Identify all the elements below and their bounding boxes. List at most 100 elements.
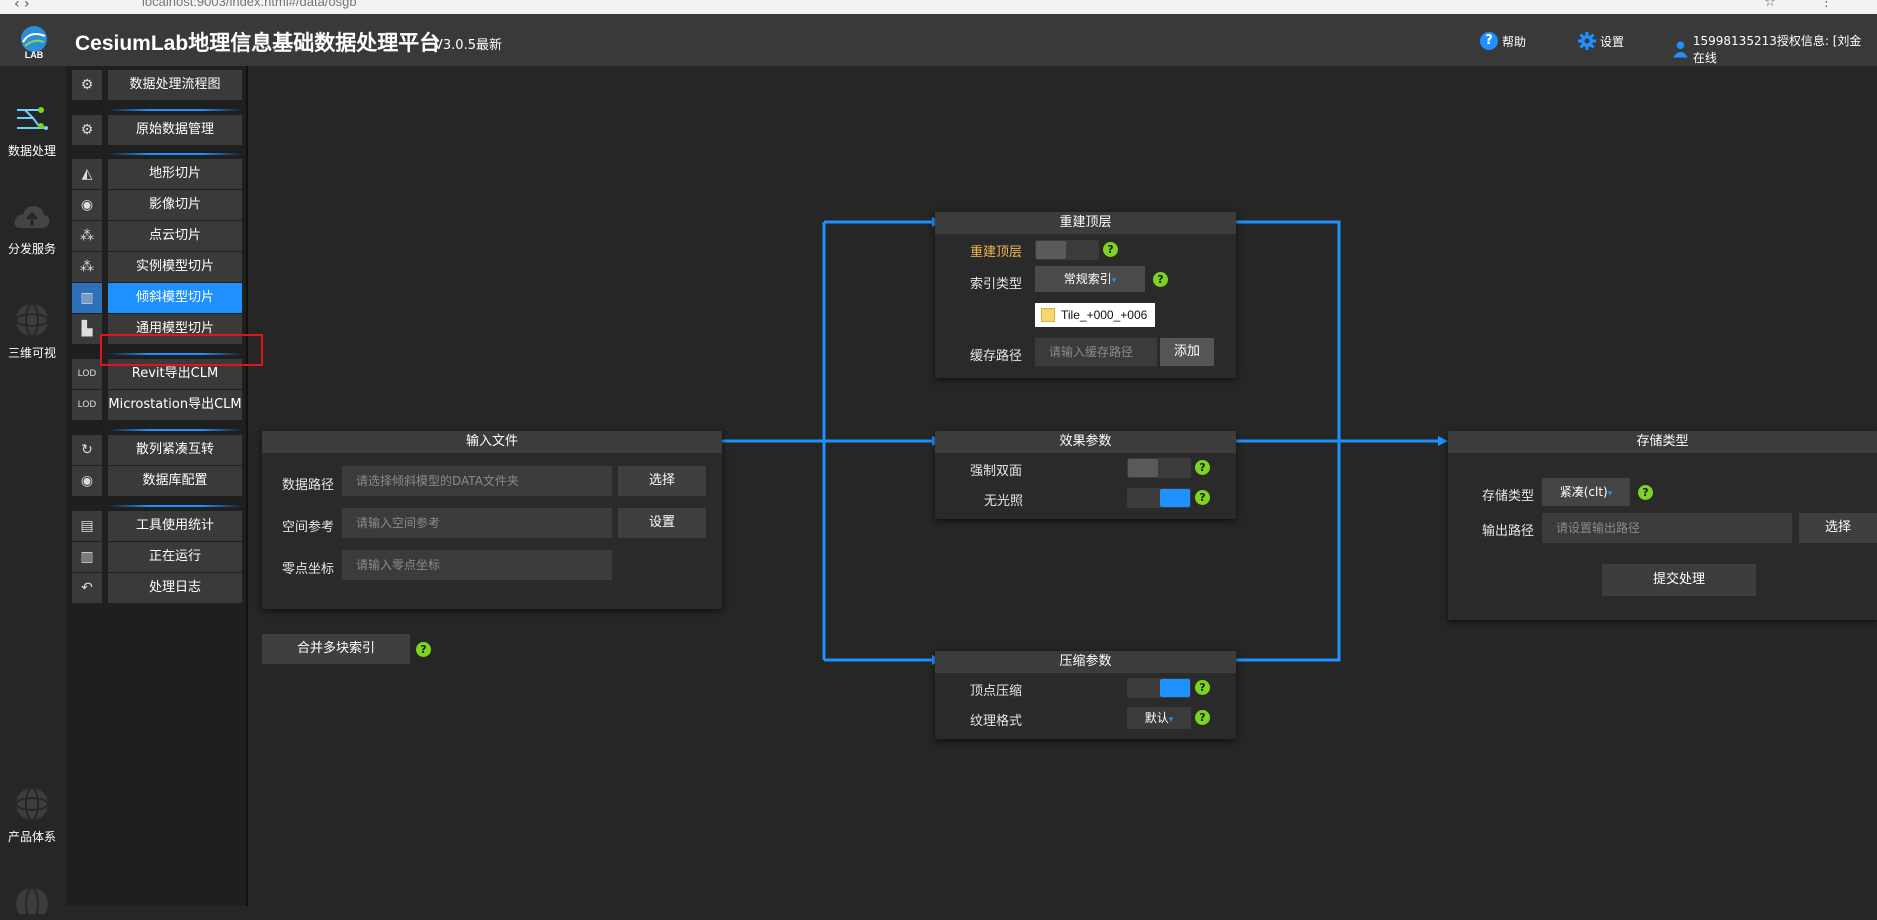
gear-icon: ⚙ — [72, 115, 102, 145]
double-sided-toggle[interactable] — [1127, 458, 1191, 478]
menu-label: 处理日志 — [108, 573, 242, 603]
cache-path-label: 缓存路径 — [970, 349, 1023, 364]
menu-running[interactable]: ▥ 正在运行 — [72, 542, 242, 572]
menu-generic-model-tiling[interactable]: ▙ 通用模型切片 — [72, 314, 242, 344]
menu-raw-data[interactable]: ⚙ 原始数据管理 — [72, 115, 242, 145]
menu-label: 正在运行 — [108, 542, 242, 572]
refresh-icon: ↻ — [72, 435, 102, 465]
menu-revit-export[interactable]: LOD Revit导出CLM — [72, 359, 242, 389]
menu-label: 影像切片 — [108, 190, 242, 220]
nav-product-system[interactable]: 产品体系 — [0, 786, 64, 845]
nav-extra[interactable] — [0, 884, 64, 920]
no-lighting-toggle[interactable] — [1127, 488, 1191, 508]
panel-title: 效果参数 — [935, 431, 1236, 453]
settings-button[interactable]: 设置 — [1578, 32, 1624, 50]
browser-nav-icons[interactable]: ‹ › — [14, 0, 30, 12]
function-menu: ⚙ 数据处理流程图 ⚙ 原始数据管理 ◭ 地形切片 ◉ 影像切片 ⁂ 点云切片 … — [66, 66, 248, 906]
storage-type-label: 存储类型 — [1482, 489, 1535, 504]
rebuild-top-label: 重建顶层 — [970, 245, 1023, 260]
output-path-label: 输出路径 — [1482, 524, 1535, 539]
rebuild-top-toggle[interactable] — [1035, 240, 1099, 260]
rebuild-top-help-icon[interactable]: ? — [1103, 242, 1118, 257]
lod-icon: LOD — [72, 390, 102, 420]
panel-title: 重建顶层 — [935, 212, 1236, 234]
globe-icon: ◉ — [72, 190, 102, 220]
browser-tools-icons[interactable]: ☆ ⋮ — [1764, 0, 1853, 10]
menu-label: 地形切片 — [108, 159, 242, 189]
srs-input[interactable] — [342, 508, 612, 538]
menu-divider — [108, 429, 242, 431]
vertex-compress-label: 顶点压缩 — [970, 684, 1023, 699]
menu-pointcloud-tiling[interactable]: ⁂ 点云切片 — [72, 221, 242, 251]
menu-microstation-export[interactable]: LOD Microstation导出CLM — [72, 390, 242, 420]
nav-3d-visualization[interactable]: 三维可视 — [0, 302, 64, 361]
menu-hash-compact-convert[interactable]: ↻ 散列紧凑互转 — [72, 435, 242, 465]
storage-type-select[interactable]: 紧凑(clt)▾ — [1542, 478, 1630, 506]
menu-label: 通用模型切片 — [108, 314, 242, 344]
output-path-input[interactable] — [1542, 513, 1792, 543]
merge-index-button[interactable]: 合并多块索引 — [262, 634, 410, 664]
svg-text:LAB: LAB — [25, 50, 44, 60]
double-sided-help-icon[interactable]: ? — [1195, 460, 1210, 475]
panel-title: 输入文件 — [262, 431, 722, 453]
data-path-input[interactable] — [342, 466, 612, 496]
vertex-compress-toggle[interactable] — [1127, 678, 1191, 698]
question-circle-icon: ? — [1480, 32, 1498, 50]
menu-instance-model-tiling[interactable]: ⁂ 实例模型切片 — [72, 252, 242, 282]
pointcloud-icon: ⁂ — [72, 221, 102, 251]
menu-label: 原始数据管理 — [108, 115, 242, 145]
nav-data-processing[interactable]: 数据处理 — [0, 102, 64, 159]
menu-flowchart[interactable]: ⚙ 数据处理流程图 — [72, 70, 242, 100]
tile-tooltip: Tile_+000_+006 — [1035, 303, 1156, 327]
merge-index-help-icon[interactable]: ? — [416, 642, 431, 657]
menu-database-config[interactable]: ◉ 数据库配置 — [72, 466, 242, 496]
lod-icon: LOD — [72, 359, 102, 389]
origin-label: 零点坐标 — [282, 562, 335, 577]
srs-set-button[interactable]: 设置 — [618, 508, 706, 538]
texture-format-select[interactable]: 默认▾ — [1127, 707, 1191, 729]
texture-format-label: 纹理格式 — [970, 714, 1023, 729]
cache-path-input[interactable] — [1035, 338, 1157, 366]
submit-process-button[interactable]: 提交处理 — [1602, 564, 1756, 596]
menu-divider — [108, 505, 242, 507]
terrain-icon: ◭ — [72, 159, 102, 189]
menu-label: 散列紧凑互转 — [108, 435, 242, 465]
building-icon: ▥ — [72, 542, 102, 572]
rebuild-top-panel: 重建顶层 重建顶层 ? 索引类型 常规索引▾ ? Tile_+000_+006 … — [935, 212, 1236, 378]
double-sided-label: 强制双面 — [970, 464, 1023, 479]
browser-url[interactable]: localhost:9003/index.html#/data/osgb — [142, 0, 357, 9]
srs-label: 空间参考 — [282, 520, 335, 535]
menu-label: 工具使用统计 — [108, 511, 242, 541]
origin-input[interactable] — [342, 550, 612, 580]
user-icon — [1672, 41, 1688, 58]
data-path-select-button[interactable]: 选择 — [618, 466, 706, 496]
settings-label: 设置 — [1600, 34, 1625, 49]
gear-icon: ⚙ — [72, 70, 102, 100]
nav-distribution[interactable]: 分发服务 — [0, 202, 64, 257]
app-header: LAB CesiumLab地理信息基础数据处理平台 V3.0.5最新 ? 帮助 … — [0, 14, 1877, 66]
data-path-label: 数据路径 — [282, 478, 335, 493]
no-lighting-label: 无光照 — [984, 494, 1024, 509]
index-type-select[interactable]: 常规索引▾ — [1035, 266, 1145, 292]
menu-imagery-tiling[interactable]: ◉ 影像切片 — [72, 190, 242, 220]
user-info[interactable]: 15998135213授权信息: [刘金 在线 — [1672, 32, 1877, 66]
help-button[interactable]: ? 帮助 — [1480, 32, 1526, 50]
vertex-compress-help-icon[interactable]: ? — [1195, 680, 1210, 695]
menu-process-log[interactable]: ↶ 处理日志 — [72, 573, 242, 603]
menu-label: Microstation导出CLM — [108, 390, 242, 420]
menu-label: Revit导出CLM — [108, 359, 242, 389]
menu-terrain-tiling[interactable]: ◭ 地形切片 — [72, 159, 242, 189]
panel-title: 存储类型 — [1448, 431, 1877, 453]
output-path-select-button[interactable]: 选择 — [1799, 513, 1877, 543]
app-title: CesiumLab地理信息基础数据处理平台 — [75, 32, 441, 55]
menu-label: 数据处理流程图 — [108, 70, 242, 100]
undo-icon: ↶ — [72, 573, 102, 603]
texture-format-help-icon[interactable]: ? — [1195, 710, 1210, 725]
no-lighting-help-icon[interactable]: ? — [1195, 490, 1210, 505]
index-type-help-icon[interactable]: ? — [1153, 272, 1168, 287]
flow-lines-icon — [17, 107, 48, 130]
cache-add-button[interactable]: 添加 — [1160, 338, 1214, 366]
menu-oblique-model-tiling[interactable]: ▥ 倾斜模型切片 — [72, 283, 242, 313]
storage-type-help-icon[interactable]: ? — [1638, 485, 1653, 500]
menu-tool-stats[interactable]: ▤ 工具使用统计 — [72, 511, 242, 541]
